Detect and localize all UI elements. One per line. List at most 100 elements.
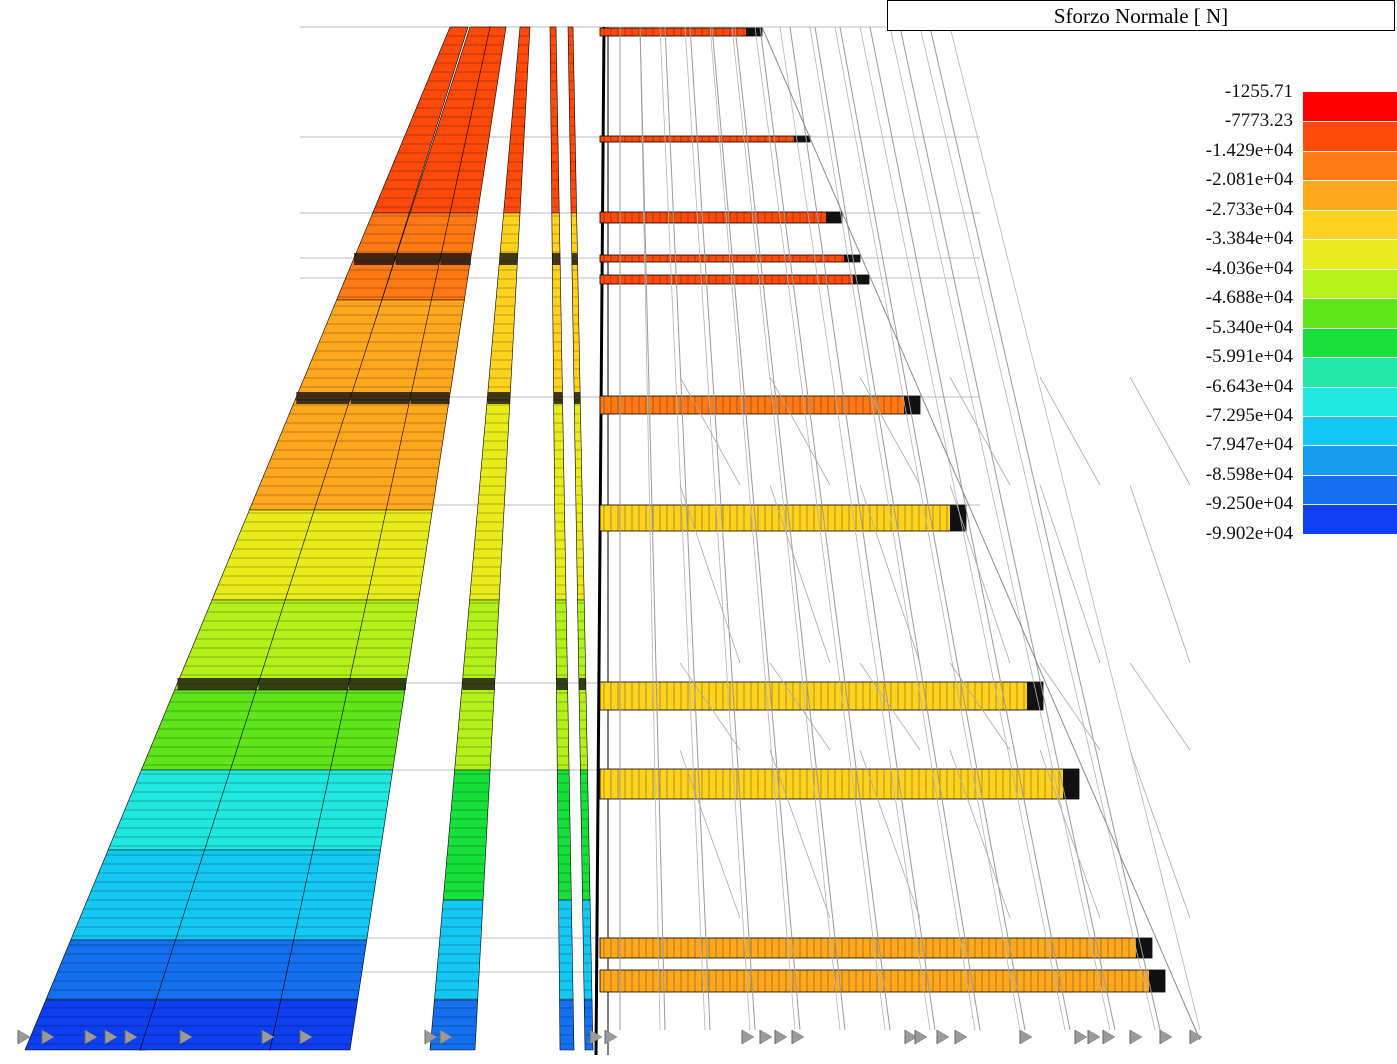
column-segment [139,999,282,1051]
bracing-diagonal [769,749,831,919]
column-segment [549,26,560,214]
column-joint [440,253,471,265]
bracing-line [789,26,936,1031]
legend-swatch [1303,415,1397,446]
bracing-diagonal [1039,749,1101,919]
legend-label: -8.598e+04 [1205,463,1293,485]
legend-label: -5.991e+04 [1205,346,1293,368]
legend-swatch-divider [1303,415,1397,417]
column-segment [469,399,511,601]
column-segment [553,399,567,601]
legend-swatch [1303,386,1397,417]
beam-elements [599,27,1166,993]
legend-label: -7773.23 [1224,110,1293,132]
bracing-diagonal [859,484,921,664]
legend-swatch-divider [1303,298,1397,300]
column-joint [348,678,406,690]
core-line [594,26,606,1056]
legend-label: -9.250e+04 [1205,493,1293,515]
legend-label: -6.643e+04 [1205,375,1293,397]
column-joint [354,253,396,265]
column-segment [442,769,491,901]
bracing-line [711,26,801,1031]
beam-end-block [794,136,810,142]
legend-label: -7.295e+04 [1205,404,1293,426]
legend-swatch-divider [1303,504,1397,506]
bracing-diagonal [1129,662,1191,751]
bracing-line [709,26,796,1031]
bracing-line [839,26,1026,1031]
bracing-diagonal [1039,484,1101,664]
column-joint [258,678,350,690]
bracing-line [779,26,931,1031]
column-elements [24,26,609,1056]
bracing-line [899,26,1116,1031]
bracing-line [759,26,891,1031]
column-joint [462,678,495,690]
legend-swatch-divider [1303,150,1397,152]
legend-swatch [1303,474,1397,505]
support-icon [791,1029,805,1045]
bracing-diagonal [949,749,1011,919]
legend-label: -1255.71 [1224,81,1293,102]
legend-swatch-divider [1303,180,1397,182]
column-joint [553,392,563,404]
column-joint [350,392,412,404]
column-joint [571,253,578,265]
beam-end-block [826,212,842,223]
legend-label: -5.340e+04 [1205,316,1293,338]
legend-swatch [1303,357,1397,387]
bracing-line [639,26,661,1031]
column-segment [551,212,563,401]
support-icon [1159,1029,1173,1045]
bracing-line [664,26,711,1031]
legend-label: -9.902e+04 [1205,522,1293,544]
bracing-line [949,26,1201,1031]
column-segment [567,26,577,214]
bracing-diagonal [859,376,921,486]
support-icon [1074,1029,1088,1045]
legend-swatch [1303,121,1397,152]
legend-swatch [1303,92,1397,122]
legend-swatch-divider [1303,268,1397,270]
legend-swatch [1303,150,1397,181]
bracing-diagonal [679,749,741,919]
column-segment [24,999,162,1051]
bracing-diagonal [1039,662,1101,751]
legend-swatch [1303,180,1397,210]
bracing-line [684,26,751,1031]
column-segment [556,769,572,901]
bracing-diagonal [859,749,921,919]
column-joint [296,392,352,404]
column-segment [573,399,585,601]
support-icon [759,1029,773,1045]
support-icons [17,1029,1203,1045]
bracing-line [659,26,706,1031]
legend-swatch [1303,445,1397,475]
support-icon [914,1029,928,1045]
legend-swatch-divider [1303,121,1397,123]
beam-end-block [1063,769,1079,799]
column-segment [486,212,521,401]
beam-bar [599,211,843,224]
bracing-diagonal [769,662,831,751]
bracing-diagonal [949,376,1011,486]
legend-label: -1.429e+04 [1205,139,1293,161]
legend-label: -2.733e+04 [1205,198,1293,220]
legend-swatch [1303,268,1397,299]
bracing-diagonal [1129,749,1191,919]
column-joint [410,392,450,404]
beam-end-block [853,275,869,284]
legend-label: -3.384e+04 [1205,228,1293,250]
legend-swatch-divider [1303,357,1397,359]
envelope-line [761,26,1201,1041]
support-icon [774,1029,788,1045]
legend-swatch [1303,209,1397,240]
beam-end-block [1149,970,1165,992]
column-joint [177,678,261,690]
legend-label: -4.036e+04 [1205,257,1293,279]
legend-label: -7.947e+04 [1205,434,1293,456]
column-segment [558,899,574,1001]
column-joint [499,253,518,265]
